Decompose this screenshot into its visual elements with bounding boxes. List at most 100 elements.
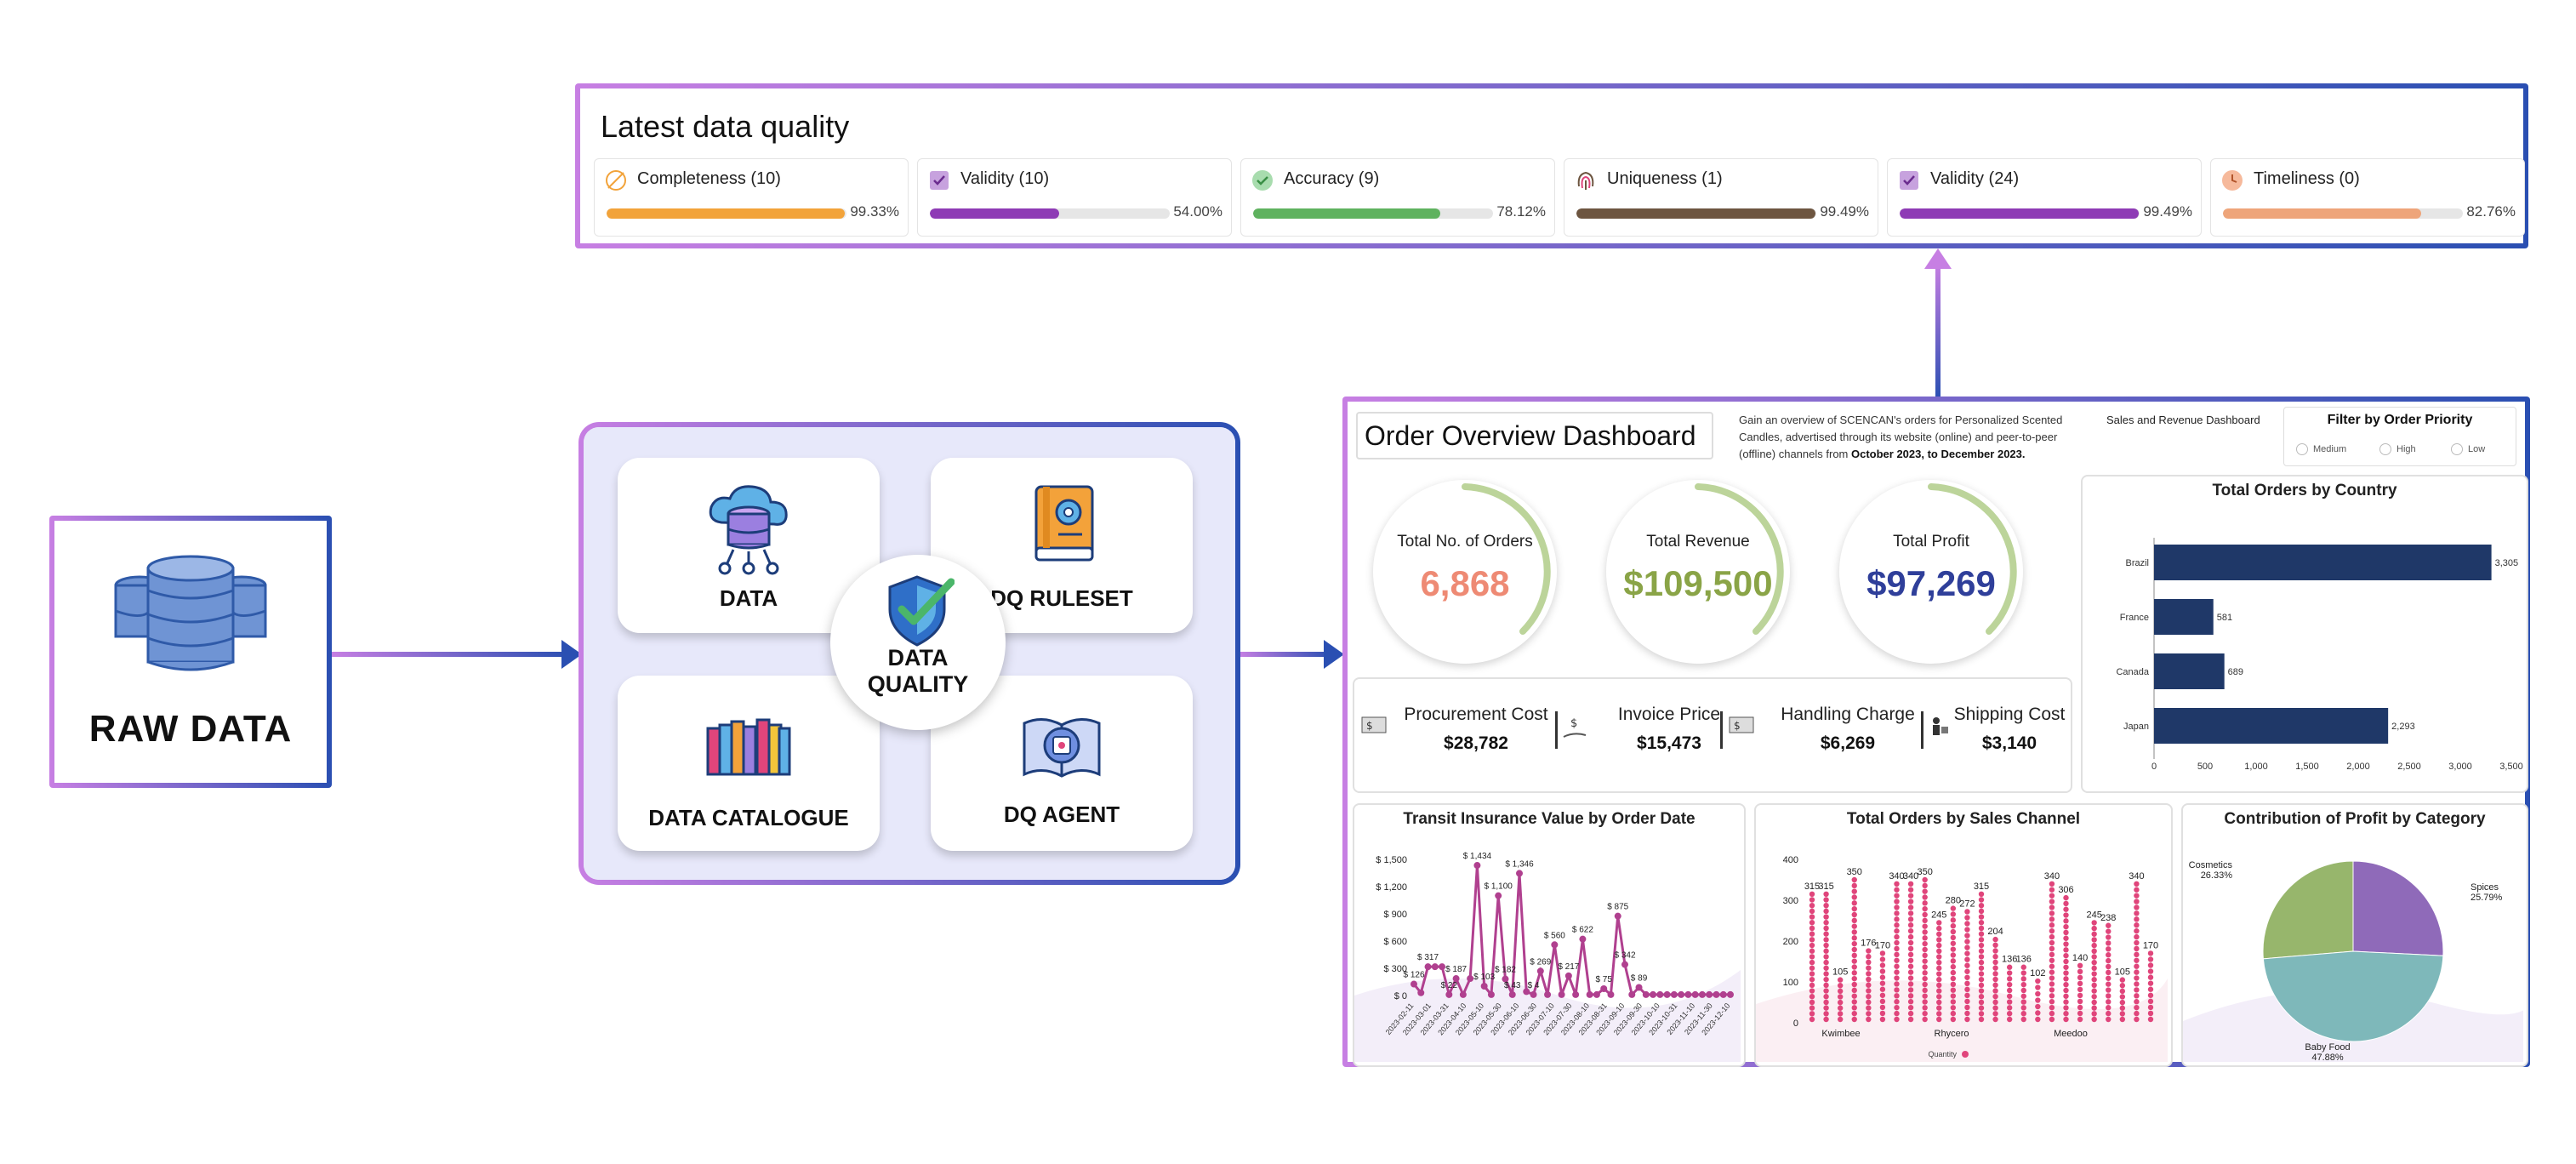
data-dot [1907, 1004, 1914, 1011]
filter-option-medium[interactable]: Medium [2296, 443, 2346, 455]
point-label: $ 187 [1445, 965, 1467, 974]
data-dot [2063, 941, 2069, 947]
data-point [1523, 988, 1530, 996]
data-dot [1851, 970, 1857, 976]
arrow-raw-to-dq [330, 640, 582, 669]
data-point [1445, 990, 1453, 998]
data-dot [1879, 992, 1886, 998]
data-dot [1950, 964, 1957, 970]
data-dot [2063, 1010, 2069, 1017]
data-dot [1894, 927, 1900, 934]
data-dot [1922, 911, 1928, 918]
progress-fill [930, 208, 1060, 219]
data-dot [1894, 881, 1900, 887]
data-dot [2106, 946, 2112, 952]
transit-insurance-chart: $ 0$ 300$ 600$ 900$ 1,200$ 1,500$ 126$ 3… [1354, 852, 1741, 1062]
value-label: 340 [1903, 871, 1918, 882]
data-dot [1950, 969, 1957, 976]
cost-title: Shipping Cost [1953, 705, 2066, 724]
data-dot [1978, 976, 1985, 983]
x-tick-label: 1,000 [2244, 762, 2268, 772]
value-label: 280 [1946, 896, 1961, 906]
data-point [1411, 980, 1417, 988]
data-dot [2134, 887, 2140, 893]
ai-agent-book-icon [1023, 718, 1101, 778]
data-dot [1837, 977, 1844, 983]
data-dot [2006, 993, 2013, 999]
metric-completeness[interactable]: Completeness (10) 99.33% [594, 158, 909, 237]
data-dot [2049, 893, 2055, 899]
data-dot [1823, 891, 1829, 897]
data-dot [1823, 920, 1829, 926]
data-point [1516, 870, 1523, 877]
data-dot [2134, 975, 2140, 981]
data-dot [1809, 988, 1815, 994]
clock-icon [2222, 170, 2243, 191]
data-dot [1978, 1011, 1985, 1017]
metric-accuracy[interactable]: Accuracy (9) 78.12% [1240, 158, 1555, 237]
metric-uniqueness[interactable]: Uniqueness (1) 99.49% [1564, 158, 1878, 237]
orders-by-channel-chart: 0100200300400315315105350176170340340350… [1756, 855, 2168, 1062]
point-label: $ 217 [1558, 962, 1579, 972]
data-dot [2147, 968, 2154, 974]
data-dot [2091, 1016, 2097, 1023]
completeness-icon [606, 170, 626, 191]
data-point [1628, 990, 1636, 998]
bar-value-label: 3,305 [2495, 558, 2519, 568]
data-dot [1922, 1005, 1928, 1011]
data-dot [2119, 988, 2126, 995]
data-dot [1978, 982, 1985, 989]
data-dot [2091, 925, 2097, 932]
data-dot [1823, 942, 1829, 949]
metric-percent: 82.76% [2466, 203, 2516, 220]
point-label: $ 1,434 [1463, 852, 1492, 861]
slice-percent: 47.88% [2311, 1053, 2344, 1062]
background-wave [1756, 979, 2168, 1062]
data-dot [2134, 933, 2140, 940]
data-dot [2077, 986, 2083, 993]
data-dot [1964, 1016, 1970, 1023]
filter-option-low[interactable]: Low [2451, 443, 2485, 455]
value-label: 136 [2016, 955, 2032, 965]
kpi-total-revenue: Total Revenue $109,500 [1606, 480, 1790, 664]
money-icon: $ [1729, 716, 1754, 738]
data-dot [1936, 965, 1942, 972]
data-dot [2077, 962, 2083, 968]
data-dot [1809, 1011, 1815, 1017]
data-point [1663, 990, 1671, 998]
data-dot [2134, 1016, 2140, 1023]
y-tick-label: 400 [1783, 855, 1798, 865]
data-dot [1823, 994, 1829, 1000]
data-dot [2049, 933, 2055, 940]
data-dot [1907, 933, 1914, 940]
data-quality-line2: QUALITY [867, 671, 969, 697]
data-dot [2006, 1016, 2013, 1023]
data-dot [2049, 1010, 2055, 1017]
data-dot [1851, 900, 1857, 906]
data-dot [2035, 1016, 2041, 1023]
data-dot [2147, 962, 2154, 968]
data-dot [1950, 934, 1957, 941]
data-dot [1823, 902, 1829, 909]
metric-validity-24[interactable]: Validity (24) 99.49% [1887, 158, 2202, 237]
data-dot [2063, 906, 2069, 912]
data-dot [1809, 902, 1815, 909]
metric-timeliness[interactable]: Timeliness (0) 82.76% [2210, 158, 2525, 237]
data-dot [2134, 899, 2140, 904]
data-dot [1851, 987, 1857, 994]
metric-validity-10[interactable]: Validity (10) 54.00% [917, 158, 1232, 237]
data-dot [1950, 1016, 1957, 1023]
metric-percent: 99.33% [850, 203, 899, 220]
data-dot [2119, 977, 2126, 983]
cost-title: Invoice Price [1617, 705, 1721, 724]
filter-option-high[interactable]: High [2379, 443, 2416, 455]
kpi-total-orders: Total No. of Orders 6,868 [1373, 480, 1557, 664]
data-dot [1851, 888, 1857, 894]
data-dot [2134, 922, 2140, 928]
data-dot [1851, 876, 1857, 883]
data-dot [1922, 952, 1928, 959]
cost-handling: Handling Charge$6,269 [1763, 705, 1933, 754]
